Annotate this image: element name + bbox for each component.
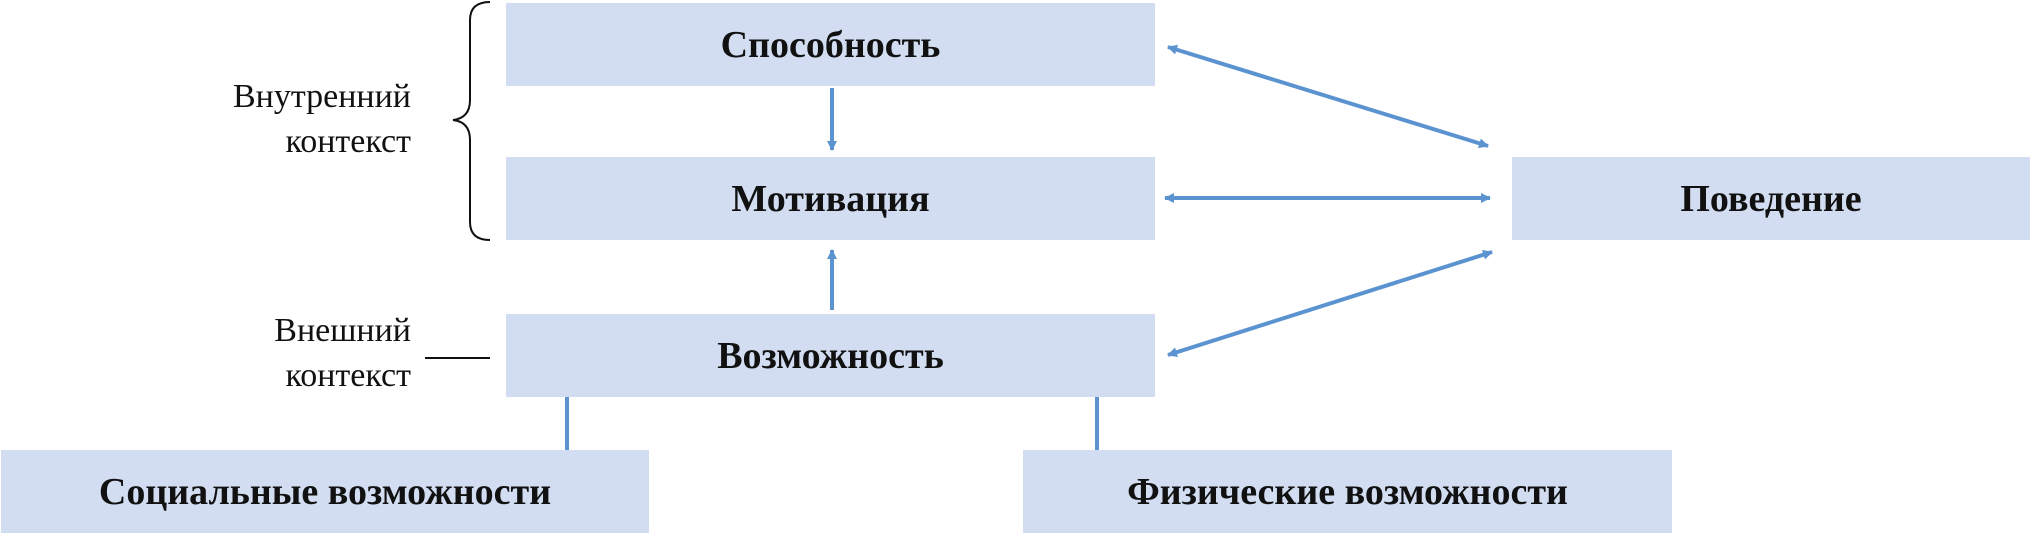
physical-opportunity-box: Физические возможности [1023, 450, 1672, 533]
opportunity-label: Возможность [717, 334, 944, 377]
physical-opportunity-label: Физические возможности [1127, 470, 1568, 513]
internal-context-line1: Внутренний [232, 78, 411, 115]
external-context-label: Внешний контекст [274, 308, 411, 398]
capability-box: Способность [506, 3, 1155, 86]
behavior-label: Поведение [1680, 177, 1862, 220]
external-context-line2: контекст [285, 357, 411, 394]
social-opportunity-label: Социальные возможности [98, 470, 552, 513]
internal-context-line2: контекст [285, 123, 411, 160]
arrow-opportunity-behavior [1167, 249, 1493, 358]
motivation-box: Мотивация [506, 157, 1155, 240]
internal-context-brace [452, 1, 491, 241]
behavior-box: Поведение [1512, 157, 2030, 240]
social-opportunity-box: Социальные возможности [1, 450, 649, 533]
motivation-label: Мотивация [731, 177, 930, 220]
capability-label: Способность [720, 23, 941, 66]
arrow-capability-behavior [1167, 44, 1489, 149]
internal-context-label: Внутренний контекст [233, 74, 411, 164]
opportunity-box: Возможность [506, 314, 1155, 397]
external-context-line1: Внешний [274, 312, 411, 349]
